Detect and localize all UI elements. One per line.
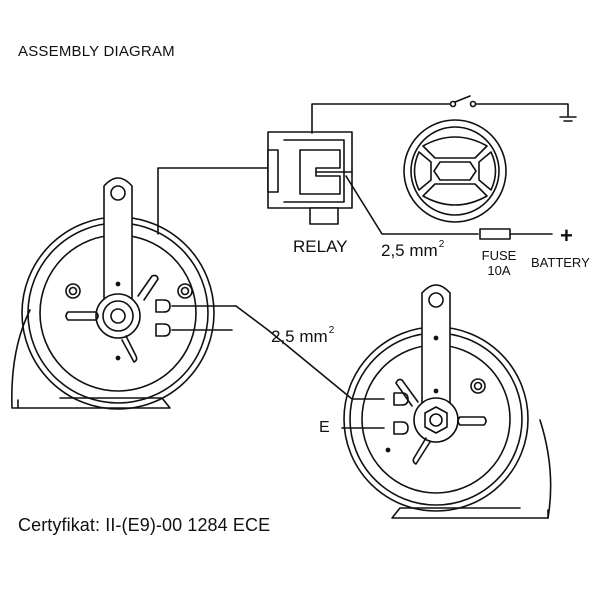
ground-symbol bbox=[559, 116, 577, 122]
fuse-body bbox=[479, 228, 511, 240]
certificate-text: Certyfikat: II-(E9)-00 1284 ECE bbox=[18, 515, 271, 535]
horn-left bbox=[11, 177, 215, 410]
battery-label: BATTERY bbox=[531, 255, 590, 270]
ground-wire bbox=[475, 103, 569, 117]
relay-label: RELAY bbox=[293, 237, 348, 256]
fuse-label: FUSE 10A bbox=[478, 248, 520, 279]
relay bbox=[267, 131, 353, 225]
wire-gauge-label-bottom: 2,5 mm2 bbox=[271, 325, 335, 346]
wire-gauge-bottom-superscript: 2 bbox=[328, 325, 335, 336]
diagram-title: ASSEMBLY DIAGRAM bbox=[18, 43, 175, 60]
wire-gauge-top-text: 2,5 mm bbox=[381, 241, 438, 260]
wire-gauge-label-top: 2,5 mm2 bbox=[381, 239, 445, 260]
switch-contact-right bbox=[469, 100, 477, 108]
relay-to-horn-wire bbox=[157, 167, 269, 235]
wire-gauge-bottom-text: 2,5 mm bbox=[271, 327, 328, 346]
switch-lever bbox=[454, 95, 471, 103]
wiring bbox=[157, 95, 577, 429]
fuse-label-text: FUSE bbox=[481, 248, 517, 263]
fuse-rating-text: 10A bbox=[487, 262, 511, 278]
relay-socket bbox=[403, 119, 507, 223]
switch-wire bbox=[311, 103, 451, 134]
wire-gauge-top-superscript: 2 bbox=[438, 239, 445, 250]
battery-plus-terminal: + bbox=[560, 223, 573, 248]
horn-right bbox=[343, 284, 552, 519]
ground-e-label: E bbox=[319, 419, 330, 436]
switch-contact-left bbox=[449, 100, 457, 108]
horn-link-wire bbox=[235, 305, 385, 400]
relay-to-fuse-wire bbox=[345, 175, 479, 235]
